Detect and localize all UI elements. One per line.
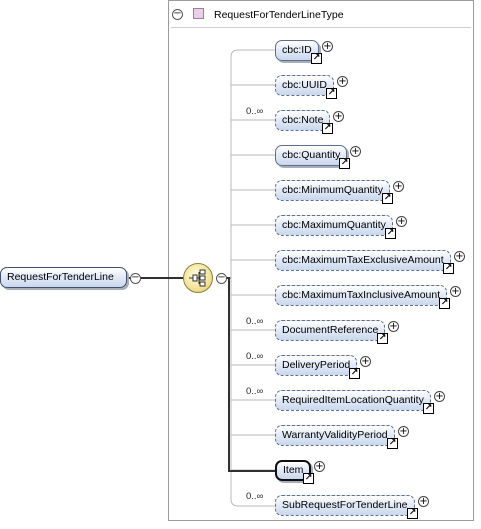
reference-arrow-icon[interactable]: ↗ xyxy=(377,333,388,344)
sequence-collapse-toggle-icon[interactable]: − xyxy=(216,272,227,284)
element-label: cbc:Note xyxy=(282,114,324,126)
expand-plus-icon[interactable]: + xyxy=(418,496,429,507)
expand-plus-icon[interactable]: + xyxy=(360,356,371,367)
element-label: cbc:Quantity xyxy=(282,149,341,161)
complex-type-icon xyxy=(193,8,204,19)
cardinality-label: 0..∞ xyxy=(246,106,264,117)
expand-plus-icon[interactable]: + xyxy=(350,146,361,157)
reference-arrow-icon[interactable]: ↗ xyxy=(407,508,418,519)
element-node-cbc-quantity[interactable]: cbc:Quantity xyxy=(275,145,348,166)
element-node-warrantyvalidityperiod[interactable]: WarrantyValidityPeriod xyxy=(275,425,395,446)
element-node-cbc-uuid[interactable]: cbc:UUID xyxy=(275,75,334,96)
type-name: RequestForTenderLineType xyxy=(214,9,344,21)
element-node-documentreference[interactable]: DocumentReference xyxy=(275,320,386,341)
cardinality-label: 0..∞ xyxy=(246,316,264,327)
element-node-cbc-id[interactable]: cbc:ID xyxy=(275,40,319,61)
reference-arrow-icon[interactable]: ↗ xyxy=(326,88,337,99)
expand-plus-icon[interactable]: + xyxy=(337,76,348,87)
sequence-compositor-icon[interactable] xyxy=(183,263,213,293)
branch-lines xyxy=(231,84,275,471)
element-node-deliveryperiod[interactable]: DeliveryPeriod xyxy=(275,355,358,376)
element-node-cbc-note[interactable]: cbc:Note xyxy=(275,110,331,131)
root-element-label: RequestForTenderLine xyxy=(7,271,114,283)
expand-plus-icon[interactable]: + xyxy=(434,391,445,402)
reference-arrow-icon[interactable]: ↗ xyxy=(387,438,398,449)
element-node-requireditemlocationquantity[interactable]: RequiredItemLocationQuantity xyxy=(275,390,431,411)
element-label: cbc:MaximumQuantity xyxy=(282,219,386,231)
element-label: Item xyxy=(283,464,304,476)
element-node-subrequestfortenderline[interactable]: SubRequestForTenderLine xyxy=(275,495,415,516)
reference-arrow-icon[interactable]: ↗ xyxy=(322,123,333,134)
reference-arrow-icon[interactable]: ↗ xyxy=(423,403,434,414)
expand-plus-icon[interactable]: + xyxy=(393,181,404,192)
expand-plus-icon[interactable]: + xyxy=(454,251,465,262)
element-label: cbc:MaximumTaxInclusiveAmount xyxy=(282,289,441,301)
element-node-cbc-maximumtaxinclusiveamount[interactable]: cbc:MaximumTaxInclusiveAmount xyxy=(275,285,448,306)
reference-arrow-icon[interactable]: ↗ xyxy=(382,193,393,204)
reference-arrow-icon[interactable]: ↗ xyxy=(443,263,454,274)
element-node-cbc-maximumquantity[interactable]: cbc:MaximumQuantity xyxy=(275,215,393,236)
root-collapse-toggle-icon[interactable]: − xyxy=(130,272,141,284)
expand-plus-icon[interactable]: + xyxy=(333,111,344,122)
type-collapse-toggle-icon[interactable]: − xyxy=(172,8,183,20)
element-label: cbc:UUID xyxy=(282,79,327,91)
element-label: RequiredItemLocationQuantity xyxy=(282,394,424,406)
reference-arrow-icon[interactable]: ↗ xyxy=(339,158,350,169)
element-node-cbc-minimumquantity[interactable]: cbc:MinimumQuantity xyxy=(275,180,390,201)
element-label: DocumentReference xyxy=(282,324,379,336)
reference-arrow-icon[interactable]: ↗ xyxy=(349,368,360,379)
selected-path-connector xyxy=(225,277,275,472)
reference-arrow-icon[interactable]: ↗ xyxy=(439,298,450,309)
element-label: cbc:ID xyxy=(282,44,312,56)
element-label: cbc:MaximumTaxExclusiveAmount xyxy=(282,254,444,266)
expand-plus-icon[interactable]: + xyxy=(388,321,399,332)
element-label: cbc:MinimumQuantity xyxy=(282,184,383,196)
expand-plus-icon[interactable]: + xyxy=(314,461,325,472)
sequence-bracket xyxy=(230,49,275,507)
type-header-divider xyxy=(171,27,471,28)
cardinality-label: 0..∞ xyxy=(246,491,264,502)
expand-plus-icon[interactable]: + xyxy=(450,286,461,297)
reference-arrow-icon[interactable]: ↗ xyxy=(385,228,396,239)
element-label: WarrantyValidityPeriod xyxy=(282,429,388,441)
cardinality-label: 0..∞ xyxy=(246,351,264,362)
root-element-node[interactable]: RequestForTenderLine xyxy=(0,267,127,288)
expand-plus-icon[interactable]: + xyxy=(398,426,409,437)
reference-arrow-icon[interactable]: ↗ xyxy=(311,53,322,64)
expand-plus-icon[interactable]: + xyxy=(322,41,333,52)
element-node-cbc-maximumtaxexclusiveamount[interactable]: cbc:MaximumTaxExclusiveAmount xyxy=(275,250,451,271)
expand-plus-icon[interactable]: + xyxy=(396,216,407,227)
element-label: SubRequestForTenderLine xyxy=(282,499,408,511)
element-label: DeliveryPeriod xyxy=(282,359,351,371)
element-node-item[interactable]: Item xyxy=(275,460,312,481)
reference-arrow-icon[interactable]: ↗ xyxy=(303,473,314,484)
cardinality-label: 0..∞ xyxy=(246,386,264,397)
